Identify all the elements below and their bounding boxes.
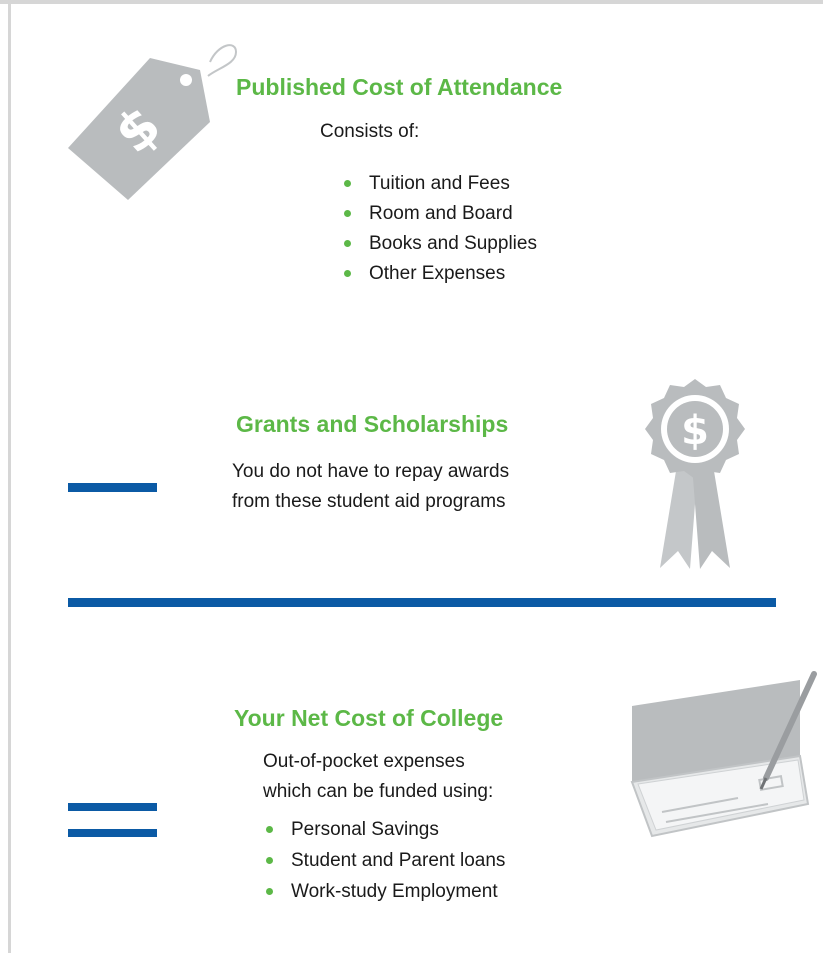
net-cost-intro-line-1: Out-of-pocket expenses: [263, 751, 465, 772]
cost-components-list: Tuition and Fees Room and Board Books an…: [344, 169, 537, 289]
grants-description-line-2: from these student aid programs: [232, 491, 506, 512]
price-tag-dollar-icon: $: [68, 44, 238, 200]
list-item: Student and Parent loans: [266, 845, 505, 876]
list-item: Room and Board: [344, 199, 537, 229]
divider-bar: [68, 598, 776, 607]
consists-of-label: Consists of:: [320, 121, 420, 142]
heading-cost-of-attendance: Published Cost of Attendance: [236, 74, 563, 100]
award-ribbon-dollar-icon: $: [645, 379, 745, 569]
frame-top-border: [0, 0, 823, 4]
net-cost-intro-line-2: which can be funded using:: [263, 781, 494, 802]
equals-sign-top-bar: [68, 803, 157, 811]
list-item: Other Expenses: [344, 259, 537, 289]
list-item: Personal Savings: [266, 814, 505, 845]
equals-sign-bottom-bar: [68, 829, 157, 837]
grants-description-line-1: You do not have to repay awards: [232, 461, 510, 482]
checkbook-pen-icon: [630, 671, 817, 838]
heading-net-cost: Your Net Cost of College: [234, 705, 504, 731]
svg-text:$: $: [681, 408, 709, 454]
heading-grants: Grants and Scholarships: [236, 411, 509, 437]
funding-sources-list: Personal Savings Student and Parent loan…: [266, 814, 505, 907]
list-item: Work-study Employment: [266, 876, 505, 907]
minus-sign: [68, 483, 157, 492]
list-item: Tuition and Fees: [344, 169, 537, 199]
list-item: Books and Supplies: [344, 229, 537, 259]
frame-left-border: [8, 0, 11, 953]
